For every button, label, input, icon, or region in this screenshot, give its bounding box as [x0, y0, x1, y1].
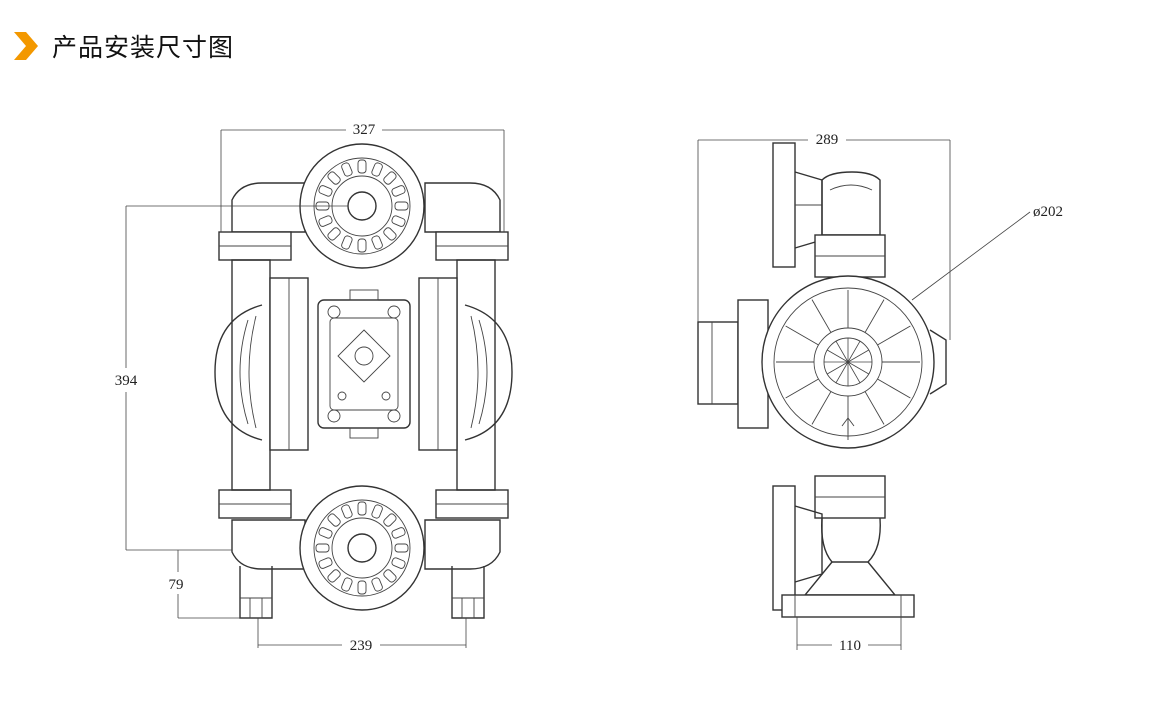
diaphragm-spoke [785, 325, 819, 346]
flange-slot [357, 238, 367, 253]
flange-slot [391, 527, 406, 539]
flange-slot [341, 162, 353, 177]
flange-slot [315, 543, 330, 553]
flange-slot [357, 580, 367, 595]
flange-slot [341, 577, 353, 592]
diaphragm-spoke [864, 391, 885, 425]
section-header: 产品安装尺寸图 [14, 30, 234, 62]
dim-foot-spacing: 239 [350, 638, 373, 654]
top-flange-slots [315, 159, 409, 253]
flange-slot [391, 185, 406, 197]
diaphragm-spokes [776, 290, 920, 434]
flange-slot [383, 171, 397, 185]
diaphragm-spoke [785, 378, 819, 399]
chevron-right-icon [14, 32, 38, 60]
flange-slot [371, 504, 383, 519]
hub-spoke [827, 349, 849, 363]
dim-base-width: 110 [839, 638, 861, 654]
diaphragm-spoke [877, 378, 911, 399]
dim-foot-height: 79 [169, 577, 184, 593]
hub-spoke [835, 341, 849, 363]
flange-slot [391, 215, 406, 227]
flange-slot [383, 569, 397, 583]
dim-front-height: 394 [115, 373, 138, 389]
dim-side-width: 289 [816, 132, 839, 148]
flange-slot [341, 504, 353, 519]
flange-slot [318, 185, 333, 197]
flange-slot [383, 513, 397, 527]
flange-slot [327, 513, 341, 527]
flange-slot [318, 215, 333, 227]
flange-slot [318, 557, 333, 569]
flange-slot [327, 569, 341, 583]
flange-slot [383, 227, 397, 241]
flange-slot [371, 235, 383, 250]
hub-spoke [847, 361, 869, 375]
diaphragm-spoke [877, 325, 911, 346]
side-view-pump [697, 142, 947, 618]
diaphragm-spoke [811, 299, 832, 333]
flange-slot [394, 201, 409, 211]
flange-slot [371, 162, 383, 177]
side-dimension-lines [697, 139, 1031, 650]
hub-spoke [847, 361, 861, 383]
bottom-flange-slots [315, 501, 409, 595]
hub-spoke [827, 361, 849, 375]
flange-slot [318, 527, 333, 539]
flange-slot [327, 171, 341, 185]
dim-front-width: 327 [353, 122, 376, 138]
front-dimension-lines [125, 129, 505, 648]
diaphragm-spoke [864, 299, 885, 333]
flange-slot [327, 227, 341, 241]
page-title: 产品安装尺寸图 [52, 33, 235, 62]
flange-slot [341, 235, 353, 250]
hub-spoke [847, 341, 861, 363]
hub-spoke [847, 349, 869, 363]
diaphragm-spoke [811, 391, 832, 425]
flange-slot [391, 557, 406, 569]
flange-slot [357, 501, 367, 516]
hub-spoke [835, 361, 849, 383]
flange-slot [394, 543, 409, 553]
flange-slot [357, 159, 367, 174]
flange-slot [371, 577, 383, 592]
front-view-pump [214, 143, 513, 619]
dim-diameter: ø202 [1033, 204, 1063, 220]
